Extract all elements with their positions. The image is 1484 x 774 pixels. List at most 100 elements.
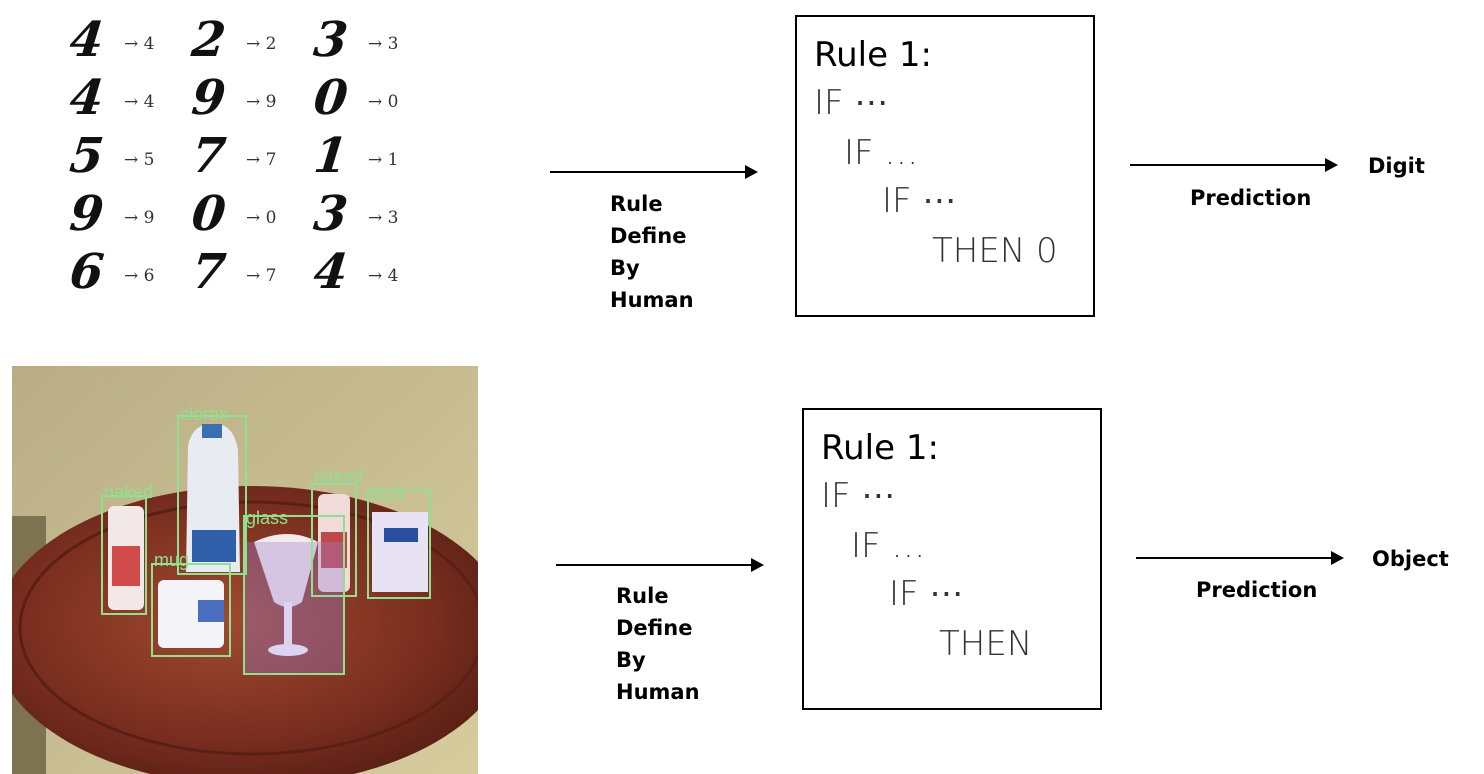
juice-label-right bbox=[321, 532, 347, 568]
bleach-cap bbox=[202, 424, 222, 438]
bbox-label: mug bbox=[154, 550, 189, 570]
mnist-sample: 4 → 4 bbox=[67, 12, 190, 72]
rule-box-bottom: Rule 1: IF ⋯ IF … IF ⋯ THEN bbox=[802, 408, 1102, 710]
wine-glass-base bbox=[268, 644, 308, 656]
caption-line: By bbox=[610, 256, 640, 280]
handwritten-digit: 0 bbox=[189, 186, 229, 242]
rule-if-3: IF ⋯ bbox=[882, 181, 957, 221]
digit-label: → 3 bbox=[368, 34, 399, 54]
rule-if-2: IF … bbox=[851, 526, 926, 566]
caption-line: Rule bbox=[616, 584, 669, 608]
handwritten-digit: 2 bbox=[189, 12, 229, 68]
rule-box-top: Rule 1: IF ⋯ IF … IF ⋯ THEN 0 bbox=[795, 15, 1095, 317]
digit-label: → 4 bbox=[368, 266, 399, 286]
mnist-sample: 3→ 3 bbox=[311, 12, 434, 72]
handwritten-digit: 6 bbox=[67, 244, 107, 300]
digit-label: → 7 bbox=[246, 150, 277, 170]
digit-label: → 4 bbox=[124, 92, 155, 112]
mnist-sample: 1 → 1 bbox=[311, 128, 434, 188]
bbox-label: taza bbox=[370, 484, 405, 504]
handwritten-digit: 9 bbox=[189, 70, 229, 126]
mug bbox=[158, 580, 224, 648]
mnist-sample: 7 → 7 bbox=[189, 128, 312, 188]
mug-print bbox=[198, 600, 224, 622]
bbox-label: glass bbox=[246, 508, 288, 528]
rule-to-output-arrow-top bbox=[1130, 158, 1338, 172]
caption-line: Human bbox=[616, 680, 700, 704]
bbox-clorox bbox=[177, 415, 247, 575]
rule-then: THEN bbox=[939, 624, 1033, 664]
digit-label: → 0 bbox=[368, 92, 399, 112]
object-detection-photo: naked clorox mug glass naked taza bbox=[12, 366, 478, 774]
digit-label: → 0 bbox=[246, 208, 277, 228]
mnist-sample: 4 → 4 bbox=[67, 70, 190, 130]
bbox-label: naked bbox=[104, 482, 153, 502]
detection-boxes bbox=[101, 415, 431, 675]
bbox-naked-right bbox=[311, 483, 357, 597]
rule-to-output-arrow-bottom bbox=[1136, 551, 1344, 565]
bbox-mug bbox=[151, 563, 231, 657]
prediction-label-bottom: Prediction bbox=[1196, 578, 1318, 602]
detection-labels: naked clorox mug glass naked taza bbox=[104, 404, 405, 570]
mnist-sample: 9 → 9 bbox=[67, 186, 190, 246]
mnist-sample: 4 → 4 bbox=[311, 244, 434, 304]
handwritten-digit: 9 bbox=[67, 186, 107, 242]
handwritten-digit: 4 bbox=[67, 12, 107, 68]
digit-label: → 2 bbox=[246, 34, 277, 54]
output-label-digit: Digit bbox=[1368, 154, 1425, 178]
digit-label: → 3 bbox=[368, 208, 399, 228]
caption-line: Rule bbox=[610, 192, 663, 216]
rule-define-caption-bottom: Rule Define By Human bbox=[616, 580, 700, 708]
digit-label: → 4 bbox=[124, 34, 155, 54]
mnist-sample: 6→ 6 bbox=[67, 244, 190, 304]
glass-mask bbox=[244, 542, 344, 674]
handwritten-digit: 7 bbox=[189, 128, 229, 184]
rule-then: THEN 0 bbox=[932, 231, 1058, 271]
digit-label: → 9 bbox=[124, 208, 155, 228]
mnist-sample: 2 → 2 bbox=[189, 12, 312, 72]
mnist-sample: 0 → 0 bbox=[189, 186, 312, 246]
rule-if-2: IF … bbox=[844, 133, 919, 173]
bbox-label: naked bbox=[314, 466, 363, 486]
output-label-object: Object bbox=[1372, 547, 1449, 571]
prediction-label-top: Prediction bbox=[1190, 186, 1312, 210]
handwritten-digit: 1 bbox=[311, 128, 351, 184]
rule-define-caption-top: Rule Define By Human bbox=[610, 188, 694, 316]
handwritten-digit: 5 bbox=[67, 128, 107, 184]
mnist-sample: 5 → 5 bbox=[67, 128, 190, 188]
handwritten-digit: 4 bbox=[311, 244, 351, 300]
digit-label: → 1 bbox=[368, 150, 399, 170]
scene-illustration: naked clorox mug glass naked taza bbox=[12, 366, 478, 774]
caption-line: Human bbox=[610, 288, 694, 312]
table-edge bbox=[18, 500, 478, 756]
wine-glass-bowl bbox=[254, 534, 318, 607]
handwritten-digit: 3 bbox=[311, 186, 351, 242]
bbox-label: clorox bbox=[180, 404, 228, 424]
mnist-sample: 0 → 0 bbox=[311, 70, 434, 130]
bbox-taza bbox=[367, 489, 431, 599]
tea-box bbox=[372, 512, 428, 592]
caption-line: By bbox=[616, 648, 646, 672]
caption-line: Define bbox=[610, 224, 687, 248]
tea-box-label bbox=[384, 528, 418, 542]
bleach-label bbox=[192, 530, 236, 562]
digit-label: → 5 bbox=[124, 150, 155, 170]
rule-if-1: IF ⋯ bbox=[814, 83, 889, 123]
rule-title: Rule 1: bbox=[814, 35, 932, 75]
input-to-rule-arrow-bottom bbox=[556, 558, 764, 572]
bbox-naked-left bbox=[101, 495, 147, 615]
mnist-sample: 9→ 9 bbox=[189, 70, 312, 130]
juice-label-left bbox=[112, 546, 140, 586]
rule-title: Rule 1: bbox=[821, 428, 939, 468]
handwritten-digit: 7 bbox=[189, 244, 229, 300]
digit-label: → 7 bbox=[246, 266, 277, 286]
caption-line: Define bbox=[616, 616, 693, 640]
rule-if-1: IF ⋯ bbox=[821, 476, 896, 516]
input-to-rule-arrow-top bbox=[550, 165, 758, 179]
wine-glass-stem bbox=[284, 602, 292, 648]
handwritten-digit: 4 bbox=[67, 70, 107, 126]
handwritten-digit: 0 bbox=[311, 70, 351, 126]
rule-if-3: IF ⋯ bbox=[889, 574, 964, 614]
mnist-sample: 7 → 7 bbox=[189, 244, 312, 304]
